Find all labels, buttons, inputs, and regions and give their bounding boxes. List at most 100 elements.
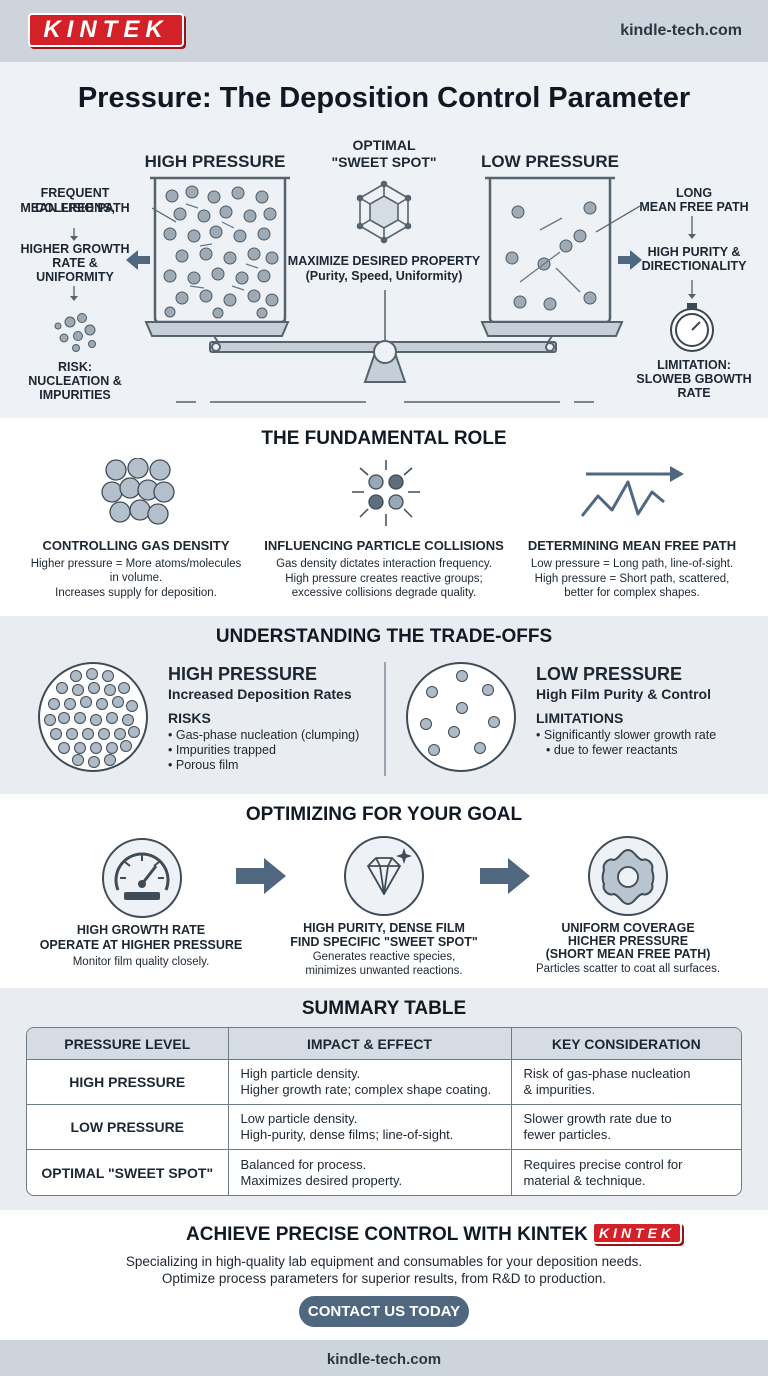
- speedometer-icon: [102, 838, 182, 918]
- trade-low-heading: LOW PRESSURE: [536, 664, 683, 684]
- low-note-path-2: MEAN FREE PATH: [639, 200, 749, 214]
- sweet-spot-desc-1: MAXIMIZE DESIRED PROPERTY: [287, 254, 481, 268]
- consideration-line: Slower growth rate due to: [523, 1111, 672, 1126]
- cta-title: ACHIEVE PRECISE CONTROL WITH KINTEK: [186, 1224, 588, 1245]
- role-item-3-line1: Low pressure = Long path, line-of-sight.: [530, 558, 734, 570]
- table-header: PRESSURE LEVEL: [27, 1028, 229, 1060]
- trade-low-limit-list: Significantly slower growth rate due to …: [536, 728, 756, 758]
- high-note-growth-2: RATE &: [52, 256, 98, 270]
- impact-line: High particle density.: [240, 1066, 361, 1081]
- goal-3-line4: Particles scatter to coat all surfaces.: [535, 963, 721, 975]
- high-note-risk-3: IMPURITIES: [39, 388, 111, 402]
- particle-cluster-icon: [101, 458, 175, 525]
- low-note-limit-3: RATE: [677, 386, 711, 400]
- role-item-2-heading: INFLUENCING PARTICLE COLLISIONS: [264, 538, 504, 553]
- goal-3-line2: HICHER PRESSURE: [567, 934, 689, 948]
- crystal-lattice-icon: [356, 180, 412, 244]
- consideration-line: material & technique.: [523, 1172, 646, 1188]
- nucleation-cluster-icon: [54, 313, 96, 352]
- role-item-3-line2: High pressure = Short path, scattered,: [534, 573, 730, 585]
- impact-line: Balanced for process.: [240, 1156, 367, 1172]
- table-row: HIGH PRESSURE High particle density.High…: [27, 1060, 741, 1105]
- low-note-limit-2: SLOWEB GBOWTH: [636, 372, 752, 386]
- table-cell-impact: Balanced for process.Maximizes desired p…: [229, 1150, 512, 1195]
- list-item: Significantly slower growth rate: [536, 728, 756, 743]
- kintek-logo-small[interactable]: KINTEK: [592, 1222, 682, 1244]
- goal-1-line3: Monitor film quality closely.: [72, 956, 210, 968]
- sweet-spot-desc-2: (Purity, Speed, Uniformity): [305, 269, 463, 283]
- right-arrow-icon: [236, 858, 286, 894]
- low-note-purity-2: DIRECTIONALITY: [641, 259, 747, 273]
- list-item: due to fewer reactants: [536, 743, 756, 758]
- consideration-line: Risk of gas-phase nucleation: [523, 1066, 691, 1081]
- table-cell-level: OPTIMAL "SWEET SPOT": [27, 1150, 229, 1195]
- low-note-path-1: LONG: [675, 186, 713, 200]
- table-cell-level: LOW PRESSURE: [27, 1105, 229, 1150]
- role-item-2-line2: High pressure creates reactive groups;: [285, 573, 483, 585]
- goal-3-line1: UNIFORM COVERAGE: [561, 921, 695, 935]
- goal-3-line3: (SHORT MEAN FREE PATH): [545, 947, 711, 961]
- low-note-limit-1: LIMITATION:: [657, 358, 731, 372]
- goal-1-line2: OPERATE AT HIGHER PRESSURE: [39, 938, 243, 952]
- list-item: Gas-phase nucleation (clumping): [168, 728, 378, 743]
- site-url[interactable]: kindle-tech.com: [620, 22, 742, 39]
- role-item-1-line3: Increases supply for deposition.: [55, 587, 217, 599]
- high-note-risk-1: RISK:: [57, 360, 93, 374]
- sparse-particles-circle-icon: [406, 662, 516, 772]
- consideration-line: & impurities.: [523, 1082, 596, 1097]
- trade-high-list-title: RISKS: [168, 710, 211, 726]
- summary-title: SUMMARY TABLE: [301, 998, 467, 1019]
- table-header: IMPACT & EFFECT: [228, 1028, 512, 1060]
- role-item-1-line2: in volume.: [109, 572, 163, 584]
- stopwatch-icon: [670, 303, 714, 352]
- table-cell-impact: High particle density.Higher growth rate…: [228, 1060, 512, 1105]
- role-item-2-line1: Gas density dictates interaction frequen…: [276, 558, 492, 570]
- path-zigzag-icon: [580, 466, 684, 517]
- high-note-growth-1: HIGHER GROWTH: [20, 242, 130, 256]
- pressure-balance-illustration: [54, 176, 714, 403]
- gear-coverage-icon: [588, 836, 668, 916]
- contact-us-button[interactable]: CONTACT US TODAY: [299, 1296, 469, 1327]
- impact-line: Maximizes desired property.: [240, 1172, 403, 1188]
- impact-line: High-purity, dense films; line-of-sight.: [240, 1127, 454, 1142]
- role-item-1-line1: Higher pressure = More atoms/molecules: [30, 558, 242, 570]
- summary-table: PRESSURE LEVEL IMPACT & EFFECT KEY CONSI…: [26, 1027, 742, 1196]
- diamond-icon: [344, 836, 424, 916]
- table-cell-level: HIGH PRESSURE: [27, 1060, 229, 1105]
- trade-low-subheading: High Film Purity & Control: [536, 686, 711, 702]
- role-item-3-heading: DETERMINING MEAN FREE PATH: [527, 538, 737, 553]
- high-pressure-particles: [163, 185, 279, 319]
- kintek-logo[interactable]: KINTEK: [28, 13, 184, 47]
- list-item: Impurities trapped: [168, 743, 378, 758]
- trade-high-risk-list: Gas-phase nucleation (clumping) Impuriti…: [168, 728, 378, 773]
- role-item-1-heading: CONTROLLING GAS DENSITY: [42, 538, 230, 553]
- sweet-spot-line1: OPTIMAL: [352, 137, 416, 153]
- high-pressure-label: HIGH PRESSURE: [144, 152, 286, 171]
- page-title: Pressure: The Deposition Control Paramet…: [77, 82, 691, 114]
- goal-2-line3: Generates reactive species,: [312, 951, 456, 963]
- balance-scale-icon: [144, 321, 624, 383]
- tradeoffs-title: UNDERSTANDING THE TRADE-OFFS: [215, 626, 553, 647]
- right-arrow-icon: [480, 858, 530, 894]
- footer-bar: [0, 1340, 768, 1376]
- role-item-3-line3: better for complex shapes.: [564, 587, 700, 599]
- high-note-collisions-1: FREQUENT COLLISIONS,: [35, 186, 115, 215]
- cta-line1: Specializing in high-quality lab equipme…: [125, 1254, 643, 1269]
- goal-2-line2: FIND SPECIFIC "SWEET SPOT": [290, 935, 478, 949]
- low-pressure-label: LOW PRESSURE: [481, 152, 619, 171]
- cta-line2: Optimize process parameters for superior…: [161, 1271, 607, 1286]
- dense-particles-circle-icon: [38, 662, 148, 772]
- goal-1-line1: HIGH GROWTH RATE: [76, 923, 206, 937]
- goal-2-line1: HIGH PURITY, DENSE FILM: [303, 921, 465, 935]
- high-note-collisions-2: MEAN FREE PATH: [20, 201, 130, 215]
- right-arrow-icon: [618, 250, 642, 270]
- role-title: THE FUNDAMENTAL ROLE: [261, 428, 507, 449]
- optimize-title: OPTIMIZING FOR YOUR GOAL: [245, 804, 523, 825]
- trade-low-list-title: LIMITATIONS: [536, 710, 624, 726]
- footer-site-url[interactable]: kindle-tech.com: [326, 1351, 442, 1368]
- table-row: LOW PRESSURE Low particle density.High-p…: [27, 1105, 741, 1150]
- high-note-risk-2: NUCLEATION &: [28, 374, 122, 388]
- trade-high-heading: HIGH PRESSURE: [168, 664, 318, 684]
- table-row: OPTIMAL "SWEET SPOT" Balanced for proces…: [27, 1150, 741, 1195]
- impact-line: Higher growth rate; complex shape coatin…: [240, 1082, 492, 1097]
